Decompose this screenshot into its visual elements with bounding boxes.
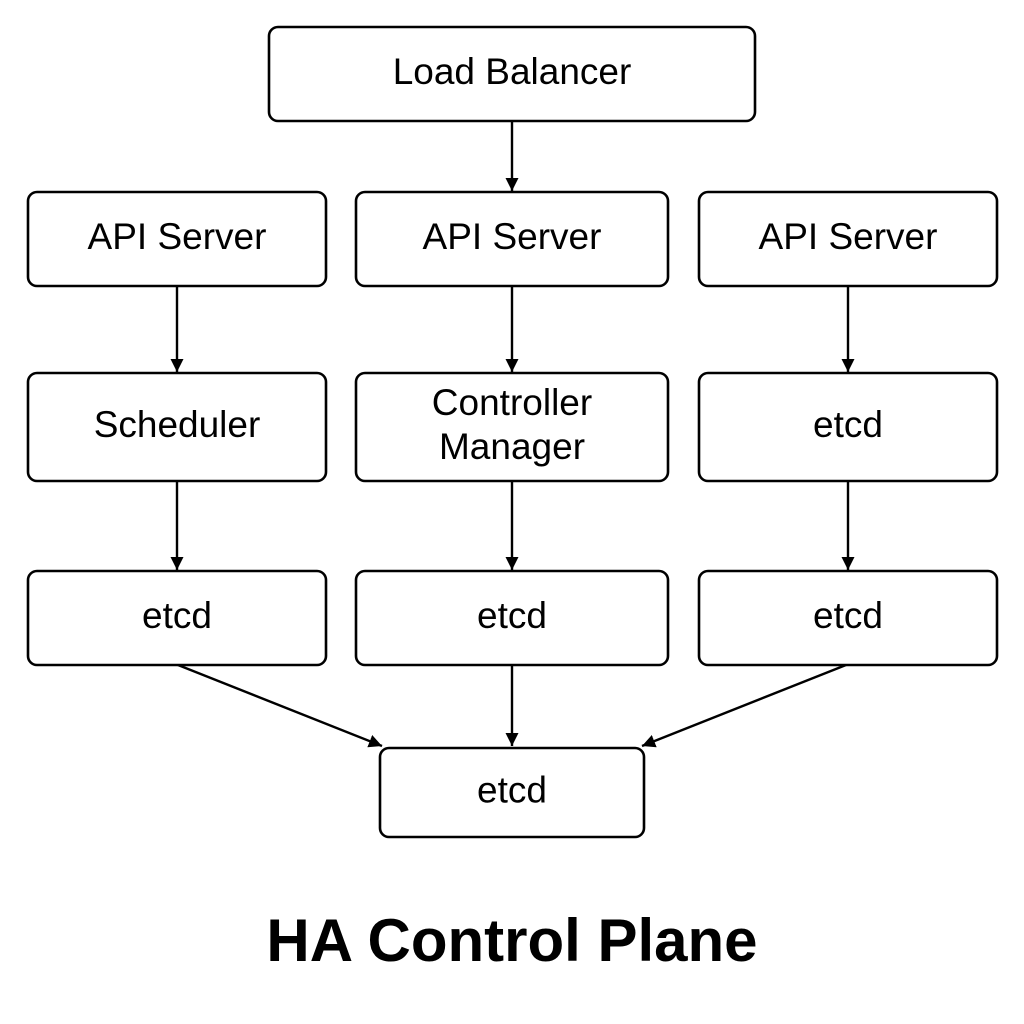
node-etcd-row3-right: etcd xyxy=(697,371,999,483)
node-box xyxy=(267,25,757,123)
node-box xyxy=(354,371,670,483)
arrow-etcd-row4-left-to-etcd-bottom xyxy=(177,663,383,748)
node-label: etcd xyxy=(142,595,212,636)
node-api-server-1: API Server xyxy=(26,190,328,288)
node-box xyxy=(26,371,328,483)
node-box xyxy=(697,569,999,667)
node-label: Controller xyxy=(432,382,592,423)
node-label: API Server xyxy=(759,216,938,257)
node-label: API Server xyxy=(423,216,602,257)
node-label: Scheduler xyxy=(94,404,261,445)
node-box xyxy=(354,569,670,667)
node-label: API Server xyxy=(88,216,267,257)
diagram-title: HA Control Plane xyxy=(266,907,758,974)
arrow-etcd-row4-right-to-etcd-bottom xyxy=(641,663,847,748)
node-label: etcd xyxy=(813,404,883,445)
node-box xyxy=(378,746,646,839)
node-box xyxy=(697,371,999,483)
node-box xyxy=(26,190,328,288)
node-label: etcd xyxy=(477,595,547,636)
node-load-balancer: Load Balancer xyxy=(267,25,757,123)
node-scheduler: Scheduler xyxy=(26,371,328,483)
node-box xyxy=(26,569,328,667)
node-label: etcd xyxy=(813,595,883,636)
node-box xyxy=(697,190,999,288)
node-etcd-row4-center: etcd xyxy=(354,569,670,667)
node-box xyxy=(354,190,670,288)
connector-layer xyxy=(170,121,855,748)
node-label: etcd xyxy=(477,769,547,810)
node-api-server-2: API Server xyxy=(354,190,670,288)
node-etcd-row4-left: etcd xyxy=(26,569,328,667)
node-label: Load Balancer xyxy=(393,51,632,92)
node-api-server-3: API Server xyxy=(697,190,999,288)
node-label: Manager xyxy=(439,426,585,467)
node-etcd-row4-right: etcd xyxy=(697,569,999,667)
node-etcd-bottom: etcd xyxy=(378,746,646,839)
